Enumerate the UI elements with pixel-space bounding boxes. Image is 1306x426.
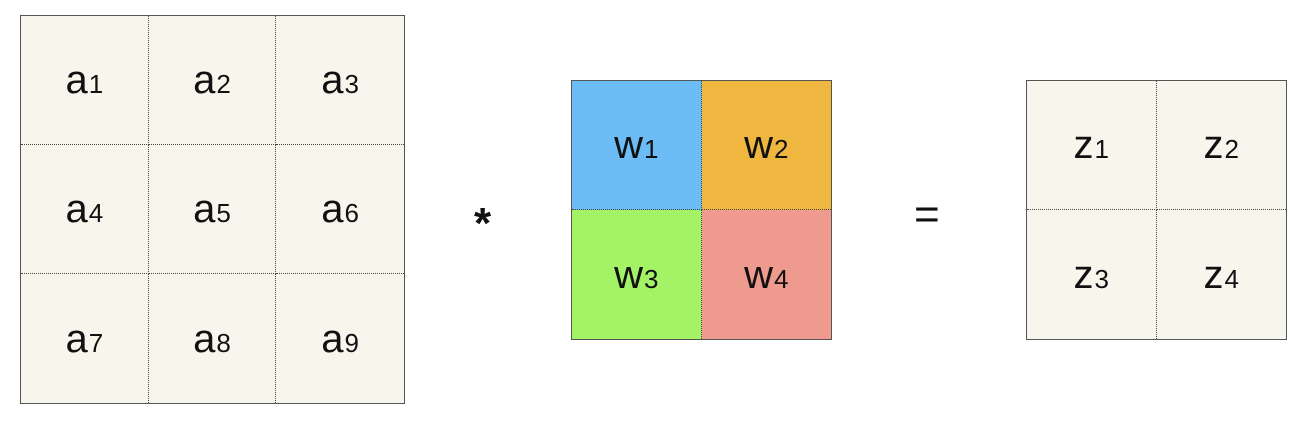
cell-a8-base: a [193,316,216,361]
cell-a3-sub: 3 [344,69,360,99]
cell-w2-base: w [744,123,773,167]
cell-z4-base: z [1203,252,1224,297]
cell-w2-sub: 2 [773,134,789,164]
cell-z1-base: z [1073,123,1094,167]
cell-a6-base: a [321,187,344,231]
cell-z1-sub: 1 [1094,134,1109,164]
cell-a3-base: a [321,58,344,102]
cell-a5-base: a [193,187,216,231]
cell-a2-base: a [193,58,216,102]
cell-w3-sub: 3 [643,263,659,294]
cell-z4-sub: 4 [1224,263,1239,294]
cell-a7-sub: 7 [88,327,104,358]
cell-a4-base: a [65,187,88,231]
cell-z2-base: z [1203,123,1224,167]
multiply-operator: * [474,199,492,248]
cell-a8-sub: 8 [216,327,231,358]
cell-a6-sub: 6 [344,198,360,228]
cell-a2-sub: 2 [216,69,231,99]
cell-w1-base: w [614,123,643,167]
cell-w1-sub: 1 [643,134,659,164]
equals-operator: = [914,190,940,239]
cell-a7-base: a [65,316,88,361]
cell-a4-sub: 4 [88,198,104,228]
cell-z2-sub: 2 [1224,134,1239,164]
cell-z3-base: z [1073,252,1094,297]
cell-w4-sub: 4 [773,263,789,294]
cell-a5-sub: 5 [216,198,231,228]
cell-a1-sub: 1 [88,69,104,99]
cell-w4-base: w [744,252,773,297]
cell-a9-sub: 9 [344,327,360,358]
cell-w3-base: w [614,252,643,297]
cell-a9-base: a [321,316,344,361]
cell-z3-sub: 3 [1094,263,1109,294]
cell-a1-base: a [65,58,88,102]
